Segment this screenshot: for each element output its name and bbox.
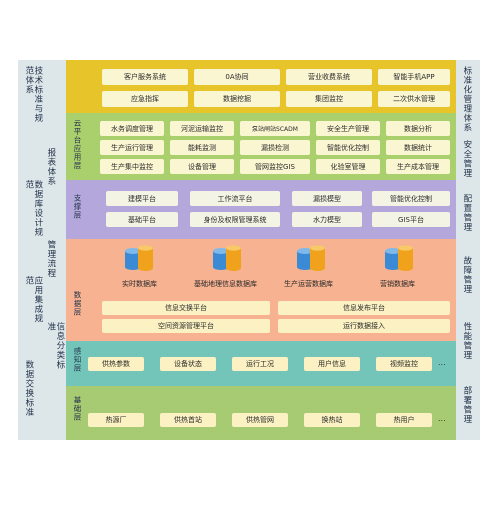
- cloud-app-box: 河泥运输监控: [170, 121, 234, 136]
- app-box: 客户服务系统: [102, 69, 188, 85]
- app-box: 集团监控: [286, 91, 372, 107]
- cloud-app-box: 生产集中监控: [100, 159, 164, 174]
- left-label-info-classification: 信息分类标准: [45, 322, 65, 370]
- sensing-box: 供热参数: [88, 357, 144, 371]
- support-box: 建模平台: [106, 191, 178, 206]
- right-label-performance: 性能管理: [461, 322, 472, 360]
- data-platform-box: 信息交换平台: [102, 301, 270, 315]
- cloud-app-box: 生产成本管理: [386, 159, 450, 174]
- app-box: 营业收费系统: [286, 69, 372, 85]
- base-box: 供热首站: [160, 413, 216, 427]
- left-standards-column: 技术标准与规范体系 报表体系 数据库设计规范 管理流程 应用集成规范 信息分类标…: [18, 60, 66, 440]
- support-box: 身份及权限管理系统: [190, 212, 280, 227]
- right-label-fault: 故障管理: [461, 256, 472, 294]
- cloud-app-box: 安全生产管理: [316, 121, 380, 136]
- cloud-app-box: 数据分析: [386, 121, 450, 136]
- data-platform-box: 空间资源管理平台: [102, 319, 270, 333]
- database-icon: [297, 245, 325, 271]
- app-box: 0A协同: [194, 69, 280, 85]
- sensing-box: 运行工况: [232, 357, 288, 371]
- sensing-box: 设备状态: [160, 357, 216, 371]
- data-platform-box: 运行数据接入: [278, 319, 450, 333]
- app-box: 二次供水管理: [378, 91, 450, 107]
- db-label: 营销数据库: [380, 280, 415, 288]
- right-label-security: 安全管理: [461, 140, 472, 178]
- db-label: 基础地理信息数据库: [194, 280, 257, 288]
- layer-label-data: 数据层: [73, 291, 82, 317]
- cloud-app-box: 管网监控GIS: [240, 159, 310, 174]
- support-box: 基础平台: [106, 212, 178, 227]
- cloud-app-box: 生产运行管理: [100, 140, 164, 155]
- base-box: 热源厂: [88, 413, 144, 427]
- layer-label-base: 基础层: [73, 396, 82, 422]
- sensing-box: 用户信息: [304, 357, 360, 371]
- left-label-db-design: 数据库设计规范: [23, 180, 43, 237]
- data-layer: 数据层 实时数据库 基础地理信息数据库 生产运营数据库 营销数据库 信息交换平台…: [66, 239, 456, 341]
- left-label-management-process: 管理流程: [45, 240, 56, 278]
- right-management-column: 标准化管理体系 安全管理 配置管理 故障管理 性能管理 部署管理: [456, 60, 480, 440]
- data-platform-box: 信息发布平台: [278, 301, 450, 315]
- cloud-app-box: 能耗监测: [170, 140, 234, 155]
- db-label: 生产运营数据库: [284, 280, 333, 288]
- database-icon: [125, 245, 153, 271]
- left-label-report-system: 报表体系: [45, 148, 56, 186]
- support-box: GIS平台: [372, 212, 450, 227]
- db-label: 实时数据库: [122, 280, 157, 288]
- support-box: 工作流平台: [190, 191, 280, 206]
- more-indicator: ...: [438, 358, 446, 367]
- support-layer: 支撑层 建模平台 工作流平台 漏损模型 管能优化控制 基础平台 身份及权限管理系…: [66, 180, 456, 239]
- support-box: 水力模型: [292, 212, 362, 227]
- cloud-app-box: 数据统计: [386, 140, 450, 155]
- sensing-box: 视频监控: [376, 357, 432, 371]
- layer-label-cloud: 云平台应用层: [73, 119, 82, 170]
- cloud-app-box: 泵站闸站SCADM: [240, 121, 310, 136]
- left-label-app-integration: 应用集成规范: [23, 276, 43, 324]
- support-box: 漏损模型: [292, 191, 362, 206]
- layer-label-sensing: 感知层: [73, 347, 82, 373]
- right-label-deployment: 部署管理: [461, 386, 472, 424]
- top-application-layer: 客户服务系统 0A协同 营业收费系统 智能手机APP 应急指挥 数据挖掘 集团监…: [66, 60, 456, 113]
- base-box: 热用户: [376, 413, 432, 427]
- left-label-data-exchange: 数据交换标准: [23, 360, 34, 417]
- more-indicator: ...: [438, 414, 446, 423]
- layer-label-support: 支撑层: [73, 194, 82, 220]
- cloud-app-box: 智能优化控制: [316, 140, 380, 155]
- right-label-standardization: 标准化管理体系: [461, 66, 472, 133]
- cloud-app-box: 水务调度管理: [100, 121, 164, 136]
- base-layer: 基础层 热源厂 供热首站 供热管网 换热站 热用户 ...: [66, 386, 456, 440]
- app-box: 智能手机APP: [378, 69, 450, 85]
- database-icon: [213, 245, 241, 271]
- cloud-app-box: 化验室管理: [316, 159, 380, 174]
- app-box: 应急指挥: [102, 91, 188, 107]
- app-box: 数据挖掘: [194, 91, 280, 107]
- base-box: 供热管网: [232, 413, 288, 427]
- cloud-app-box: 设备管理: [170, 159, 234, 174]
- sensing-layer: 感知层 供热参数 设备状态 运行工况 用户信息 视频监控 ...: [66, 341, 456, 386]
- cloud-application-layer: 云平台应用层 水务调度管理 河泥运输监控 泵站闸站SCADM 安全生产管理 数据…: [66, 113, 456, 180]
- right-label-configuration: 配置管理: [461, 194, 472, 232]
- base-box: 换热站: [304, 413, 360, 427]
- database-icon: [385, 245, 413, 271]
- support-box: 管能优化控制: [372, 191, 450, 206]
- cloud-app-box: 漏损检测: [240, 140, 310, 155]
- left-label-tech-standards: 技术标准与规范体系: [23, 66, 43, 123]
